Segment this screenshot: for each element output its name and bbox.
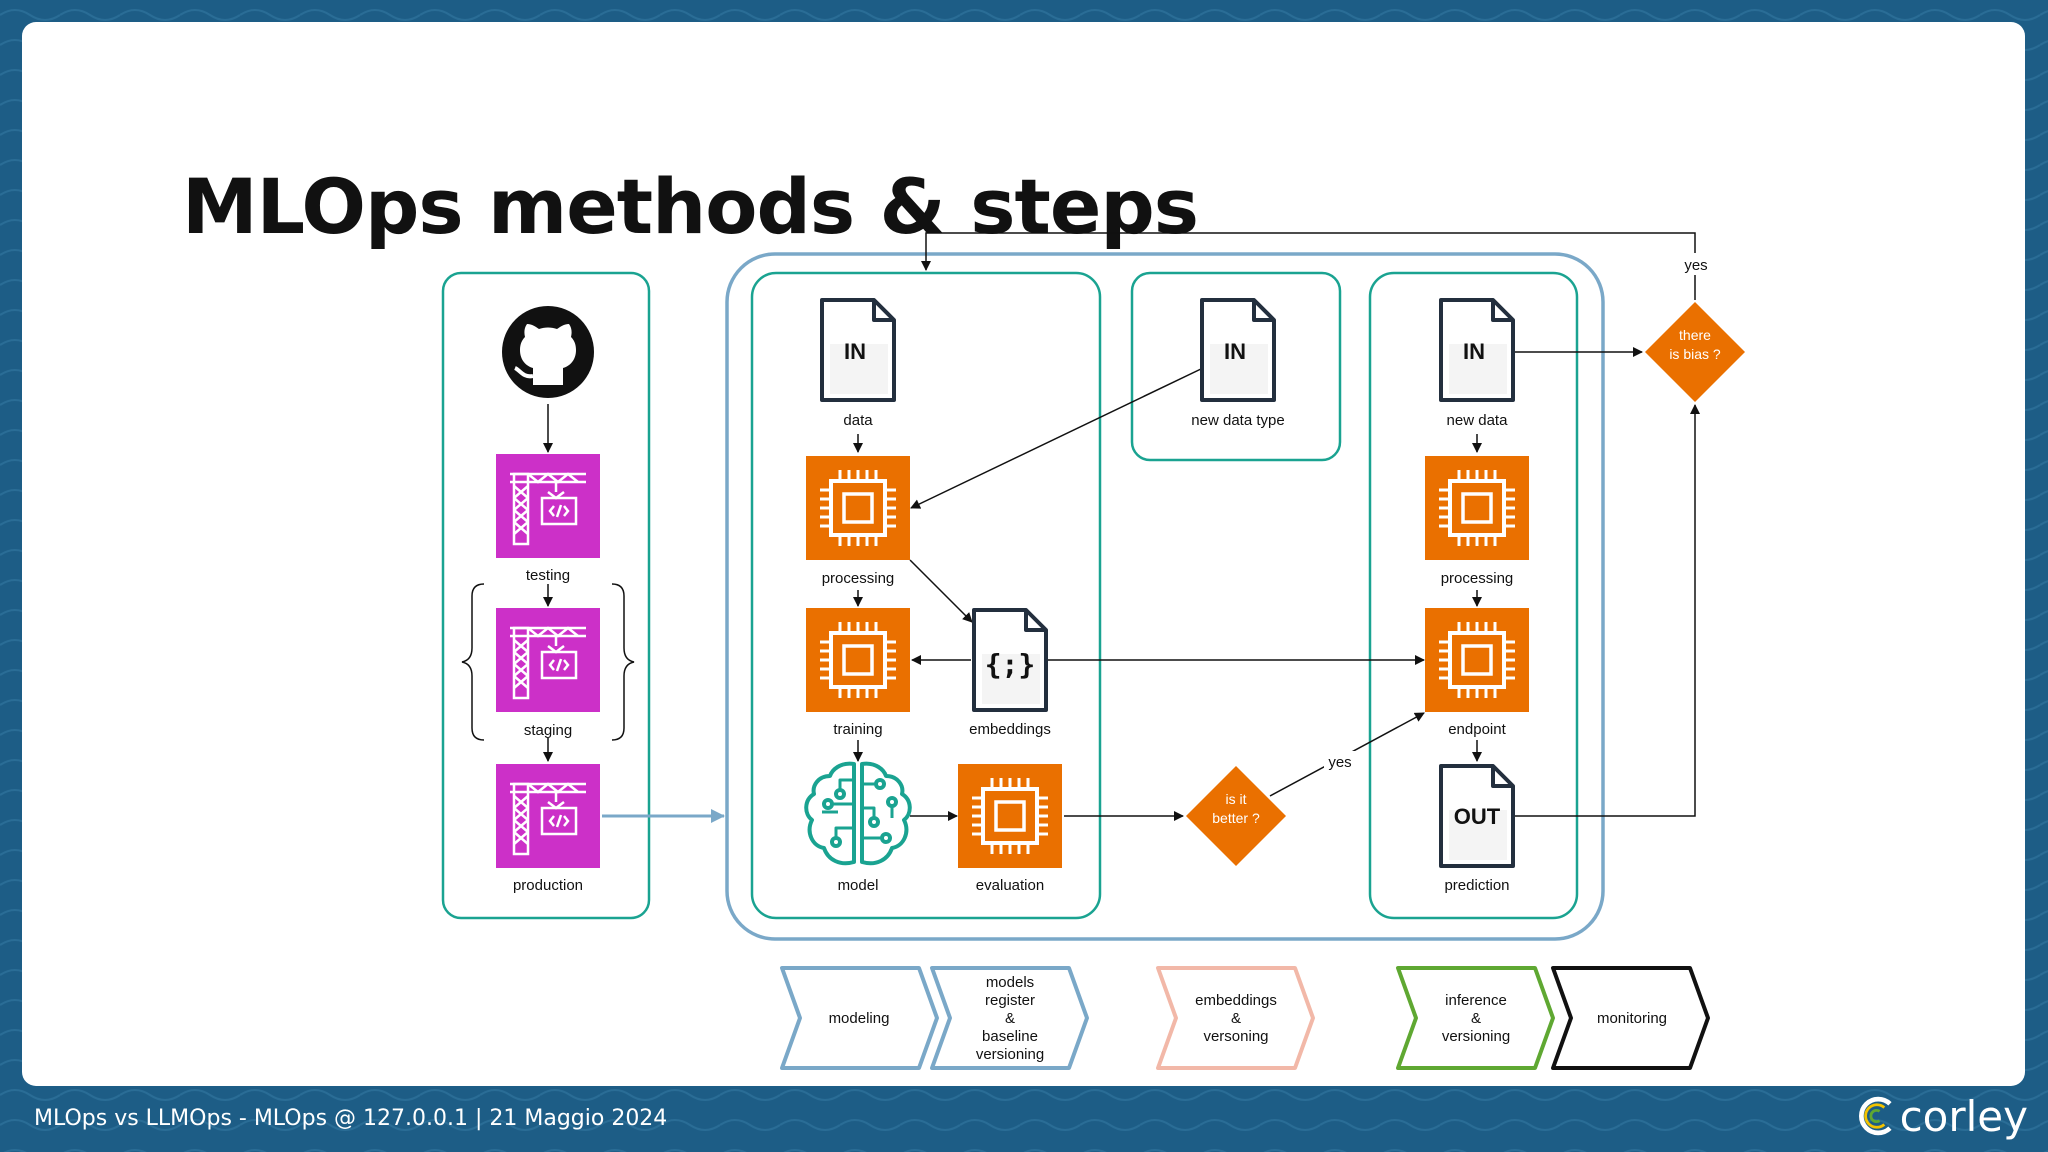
- data-label: data: [843, 412, 873, 429]
- new-data-type-label: new data type: [1191, 412, 1284, 429]
- yes-label-better: yes: [1328, 754, 1351, 771]
- processing-chip-icon: [804, 454, 912, 562]
- yes-label-bias-bg: [1680, 253, 1712, 275]
- decision-better-line1: is it: [1226, 791, 1247, 807]
- arrow-processing-embeddings: [909, 559, 973, 623]
- slide-title: MLOps methods & steps: [182, 162, 1199, 251]
- arrow-bias-loop: [921, 232, 1696, 300]
- corley-logo: corley: [1858, 1090, 2028, 1142]
- inference-container: [1368, 271, 1579, 920]
- staging-left-brace: [461, 583, 485, 741]
- arrow-newdatatype-processing: [910, 367, 1204, 509]
- phase-label-embeddings-3: versoning: [1203, 1028, 1268, 1045]
- decision-better-line2: better ?: [1212, 810, 1260, 826]
- phase-chevron-inference: [1396, 966, 1555, 1070]
- staging-right-brace: [611, 583, 635, 741]
- arrow-prediction-bias: [1513, 404, 1700, 817]
- phase-label-inference-2: &: [1471, 1010, 1481, 1027]
- slide: MLOps methods & steps: [22, 22, 2025, 1086]
- phase-label-inference-1: inference: [1445, 992, 1507, 1009]
- new-data-type-file-text: IN: [1224, 339, 1246, 364]
- model-brain-icon: [804, 761, 912, 866]
- decision-is-it-better: [1186, 766, 1286, 866]
- new-data-label: new data: [1447, 412, 1509, 429]
- pipeline-outer-container: [725, 252, 1605, 941]
- yes-label-better-bg: [1324, 751, 1356, 773]
- prediction-file-text: OUT: [1454, 804, 1501, 829]
- phase-label-models-register-1: models: [986, 974, 1034, 991]
- processing-label: processing: [822, 570, 895, 587]
- phase-chevron-monitoring: [1551, 966, 1710, 1070]
- production-crane-icon: [494, 762, 602, 870]
- yes-label-bias: yes: [1684, 257, 1707, 274]
- data-file-text: IN: [844, 339, 866, 364]
- phase-label-models-register-4: baseline: [982, 1028, 1038, 1045]
- endpoint-chip-icon: [1423, 606, 1531, 714]
- phase-label-modeling: modeling: [829, 1010, 890, 1027]
- staging-crane-icon: [494, 606, 602, 714]
- production-label: production: [513, 877, 583, 894]
- endpoint-label: endpoint: [1448, 721, 1506, 738]
- phase-label-inference-3: versioning: [1442, 1028, 1510, 1045]
- inference-processing-label: processing: [1441, 570, 1514, 587]
- corley-c-logo-icon: [1858, 1096, 1892, 1136]
- phase-label-embeddings-1: embeddings: [1195, 992, 1277, 1009]
- evaluation-chip-icon: [956, 762, 1064, 870]
- phase-chevron-embeddings: [1156, 966, 1315, 1070]
- testing-label: testing: [526, 567, 570, 584]
- inference-processing-chip-icon: [1423, 454, 1531, 562]
- decision-bias-line1: there: [1679, 327, 1711, 343]
- github-icon: [502, 306, 594, 398]
- testing-crane-icon: [494, 452, 602, 560]
- training-chip-icon: [804, 606, 912, 714]
- phase-label-embeddings-2: &: [1231, 1010, 1241, 1027]
- phase-chevron-models-register: [930, 966, 1089, 1070]
- footer-text: MLOps vs LLMOps - MLOps @ 127.0.0.1 | 21…: [34, 1106, 668, 1131]
- modeling-container: [750, 271, 1102, 920]
- prediction-label: prediction: [1444, 877, 1509, 894]
- phase-chevron-modeling: [780, 966, 939, 1070]
- phase-label-monitoring: monitoring: [1597, 1010, 1667, 1027]
- model-label: model: [838, 877, 879, 894]
- cicd-container: [441, 271, 651, 920]
- phase-label-models-register-3: &: [1005, 1010, 1015, 1027]
- decision-bias-line2: is bias ?: [1669, 346, 1721, 362]
- decision-is-there-bias: [1645, 302, 1745, 402]
- phase-label-models-register-2: register: [985, 992, 1035, 1009]
- embeddings-label: embeddings: [969, 721, 1051, 738]
- phase-label-models-register-5: versioning: [976, 1046, 1044, 1063]
- embeddings-file-text: {;}: [985, 648, 1036, 681]
- staging-label: staging: [524, 722, 572, 739]
- corley-logo-text: corley: [1899, 1091, 2028, 1141]
- new-data-file-text: IN: [1463, 339, 1485, 364]
- training-label: training: [833, 721, 882, 738]
- new-data-type-container: [1130, 271, 1342, 462]
- evaluation-label: evaluation: [976, 877, 1044, 894]
